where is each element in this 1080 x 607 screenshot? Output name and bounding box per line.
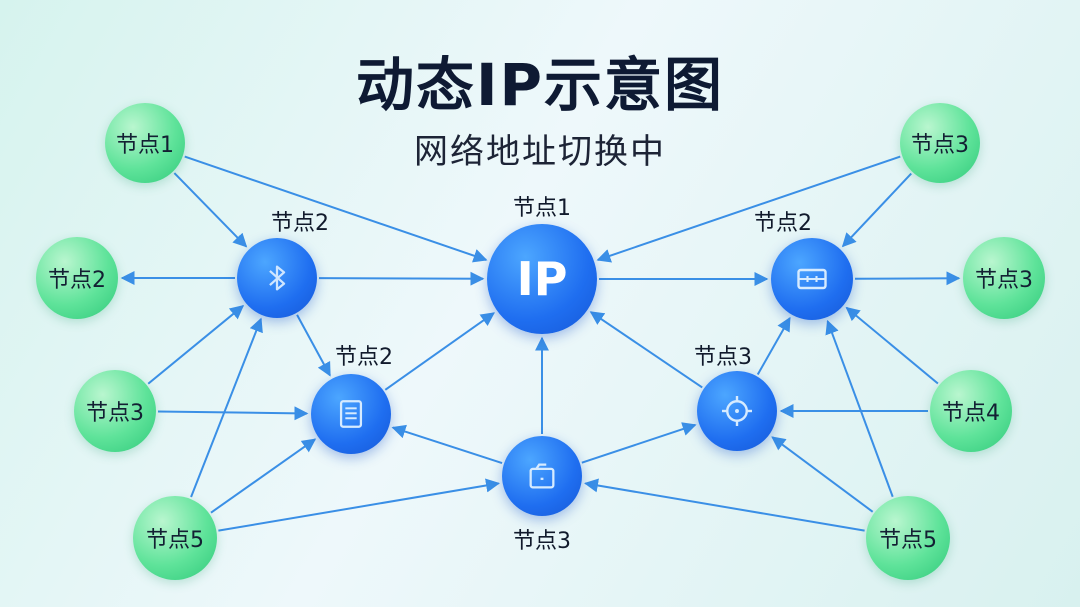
node-label: 节点5 xyxy=(879,528,937,553)
connection-arrow xyxy=(596,155,901,263)
briefcase-node-label: 节点3 xyxy=(513,529,571,554)
bluetooth-icon xyxy=(269,265,286,291)
connection-arrow xyxy=(147,305,245,385)
node-label: 节点3 xyxy=(911,133,969,158)
node-label: 节点5 xyxy=(146,528,204,553)
node-top-left: 节点1 xyxy=(105,103,185,183)
connection-arrow xyxy=(318,271,485,286)
connection-arrow xyxy=(391,424,503,464)
node-label: 节点3 xyxy=(86,401,144,426)
router-node-label: 节点2 xyxy=(754,211,812,236)
ip-hub-text: IP xyxy=(516,252,568,306)
bluetooth-node xyxy=(237,238,317,318)
briefcase-node xyxy=(502,436,582,516)
bluetooth-node-label: 节点2 xyxy=(271,211,329,236)
ip-hub-label: 节点1 xyxy=(513,196,571,221)
crosshair-icon xyxy=(722,396,752,426)
connection-arrow xyxy=(581,422,697,464)
node-mid-left: 节点2 xyxy=(36,237,118,319)
router-node xyxy=(771,238,853,320)
connection-arrow xyxy=(296,314,331,377)
connection-arrow xyxy=(771,436,874,513)
node-mid-right: 节点3 xyxy=(963,237,1045,319)
connection-arrow xyxy=(854,271,961,286)
ip-hub-node: IP xyxy=(487,224,597,334)
connection-arrow xyxy=(756,316,791,375)
document-node-label: 节点2 xyxy=(335,345,393,370)
node-label: 节点1 xyxy=(116,133,174,158)
node-top-right: 节点3 xyxy=(900,103,980,183)
connection-arrow xyxy=(184,155,488,263)
connection-arrow xyxy=(589,311,703,389)
connection-arrow xyxy=(157,406,309,421)
diagram-subtitle: 网络地址切换中 xyxy=(414,132,666,172)
node-low-left: 节点3 xyxy=(74,370,156,452)
document-node xyxy=(311,374,391,454)
connection-arrow xyxy=(173,172,248,248)
document-icon xyxy=(339,400,363,428)
node-bottom-right: 节点5 xyxy=(866,496,950,580)
router-icon xyxy=(797,268,827,290)
connection-arrow xyxy=(210,438,317,514)
connection-arrow xyxy=(825,319,894,498)
node-label: 节点4 xyxy=(942,401,1000,426)
connection-arrow xyxy=(845,306,939,385)
node-label: 节点3 xyxy=(975,268,1033,293)
node-label: 节点2 xyxy=(48,268,106,293)
node-low-right: 节点4 xyxy=(930,370,1012,452)
connection-arrow xyxy=(190,317,263,498)
connection-arrow xyxy=(584,478,865,532)
target-node-label: 节点3 xyxy=(694,345,752,370)
target-node xyxy=(697,371,777,451)
briefcase-icon xyxy=(529,463,555,489)
connection-arrow xyxy=(841,172,912,248)
connection-arrow xyxy=(218,478,500,532)
connection-arrow xyxy=(384,312,495,391)
diagram-title: 动态IP示意图 xyxy=(355,51,725,119)
node-bottom-left: 节点5 xyxy=(133,496,217,580)
